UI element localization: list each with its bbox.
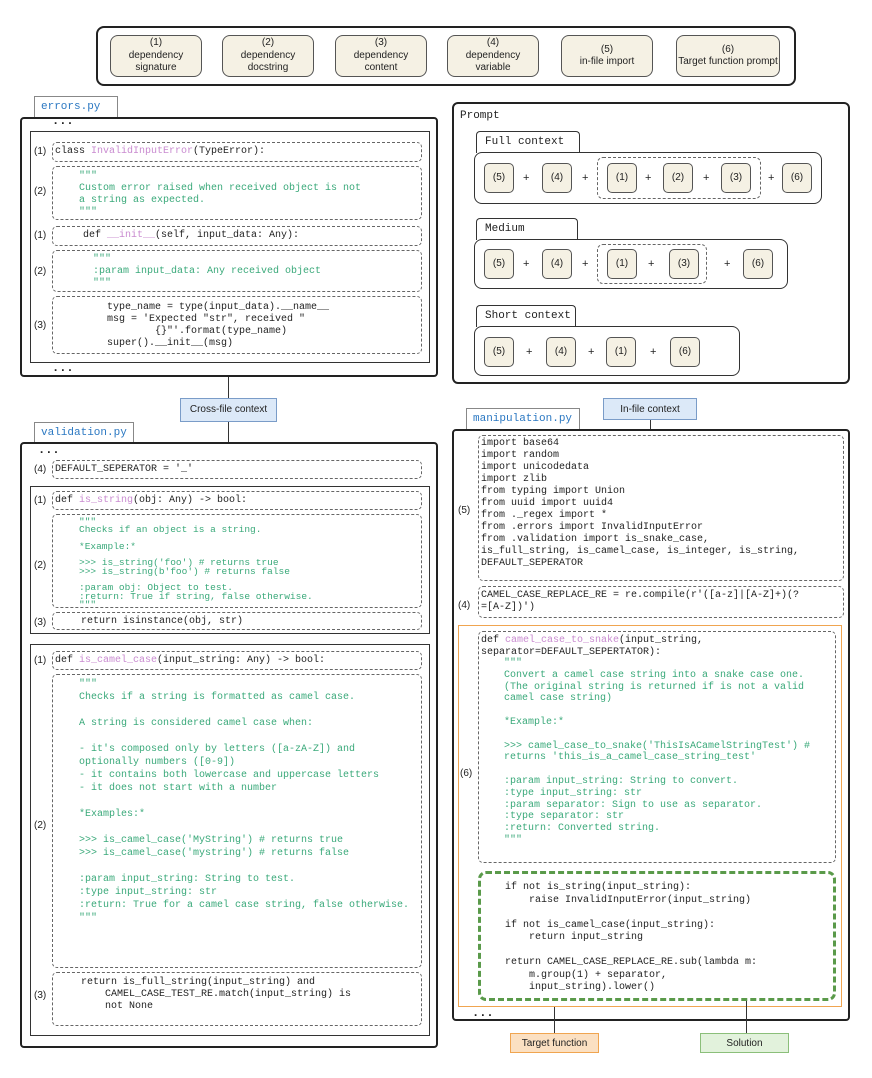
is-string-docstring: """ Checks if an object is a string. *Ex… <box>52 514 422 609</box>
short-chip-6: (6) <box>670 337 700 367</box>
connector-target <box>554 1007 555 1034</box>
legend-item-2: (2)dependency docstring <box>222 35 314 77</box>
class-docstring: """ Custom error raised when received ob… <box>52 166 422 220</box>
init-body: type_name = type(input_data).__name__ ms… <box>52 296 422 354</box>
manipulation-panel <box>452 429 850 1021</box>
target-function-frame <box>458 625 842 1007</box>
solution-block: if not is_string(input_string): raise In… <box>478 871 836 1001</box>
label-2b: (2) <box>34 266 47 277</box>
full-dependency-group <box>597 157 761 199</box>
errors-inner <box>30 131 430 363</box>
errors-ellipsis-top: ... <box>52 114 74 128</box>
camel-case-replace-re: CAMEL_CASE_REPLACE_RE = re.compile(r'([a… <box>478 586 844 618</box>
full-chip-1: (1) <box>607 163 637 193</box>
short-chip-4: (4) <box>546 337 576 367</box>
label-1: (1) <box>34 146 47 157</box>
connector-validation <box>228 422 229 442</box>
solution-label: Solution <box>700 1033 789 1053</box>
camel-to-snake-signature: def camel_case_to_snake(input_string, se… <box>478 631 836 863</box>
full-chip-5: (5) <box>484 163 514 193</box>
is-camel-case-signature: def is_camel_case(input_string: Any) -> … <box>52 651 422 670</box>
full-chip-3: (3) <box>721 163 751 193</box>
manipulation-ellipsis: ... <box>472 1006 494 1020</box>
medium-chip-3: (3) <box>669 249 699 279</box>
errors-ellipsis-bottom: ... <box>52 361 74 375</box>
target-function-label: Target function <box>510 1033 599 1053</box>
connector-manip <box>650 420 651 429</box>
errors-tab: errors.py <box>34 96 118 118</box>
prompt-title: Prompt <box>460 110 500 122</box>
legend-item-6: (6)Target function prompt <box>676 35 780 77</box>
medium-plus-4: + <box>724 258 731 270</box>
medium-chip-6: (6) <box>743 249 773 279</box>
is-string-body: return isinstance(obj, str) <box>52 612 422 630</box>
full-chip-2: (2) <box>663 163 693 193</box>
init-docstring: """ :param input_data: Any received obje… <box>52 250 422 292</box>
short-plus-3: + <box>650 346 657 358</box>
validation-ellipsis: ... <box>38 443 60 457</box>
imports-block: import base64 import random import unico… <box>478 435 844 581</box>
is-string-block <box>30 486 430 634</box>
medium-plus-3: + <box>648 258 655 270</box>
short-context-tab: Short context <box>476 305 576 327</box>
full-context-tab: Full context <box>476 131 580 153</box>
label-2c: (2) <box>34 560 47 571</box>
label-2: (2) <box>34 186 47 197</box>
full-plus-2: + <box>582 172 589 184</box>
medium-plus-2: + <box>582 258 589 270</box>
is-camel-case-docstring: """ Checks if a string is formatted as c… <box>52 674 422 968</box>
legend <box>96 26 796 86</box>
label-2d: (2) <box>34 820 47 831</box>
full-context-box <box>474 152 822 204</box>
label-3c: (3) <box>34 990 47 1001</box>
medium-chip-4: (4) <box>542 249 572 279</box>
is-camel-case-body: return is_full_string(input_string) and … <box>52 972 422 1026</box>
label-6: (6) <box>460 768 473 779</box>
label-5: (5) <box>458 505 471 516</box>
in-file-label: In-file context <box>603 398 697 420</box>
label-1d: (1) <box>34 655 47 666</box>
legend-item-4: (4)dependency variable <box>447 35 539 77</box>
camel-to-snake-docstring: """ Convert a camel case string into a s… <box>504 658 811 846</box>
short-chip-1: (1) <box>606 337 636 367</box>
errors-panel <box>20 117 438 377</box>
class-signature: class InvalidInputError(TypeError): <box>52 142 422 162</box>
medium-plus-1: + <box>523 258 530 270</box>
medium-context-tab: Medium context <box>476 218 578 255</box>
default-separator: DEFAULT_SEPERATOR = '_' <box>52 460 422 479</box>
label-4: (4) <box>34 464 47 475</box>
validation-tab: validation.py <box>34 422 134 444</box>
label-1c: (1) <box>34 495 47 506</box>
full-plus-5: + <box>768 172 775 184</box>
medium-chip-5: (5) <box>484 249 514 279</box>
full-chip-4: (4) <box>542 163 572 193</box>
medium-dependency-group <box>597 244 707 284</box>
short-plus-2: + <box>588 346 595 358</box>
label-1b: (1) <box>34 230 47 241</box>
full-plus-4: + <box>703 172 710 184</box>
medium-chip-1: (1) <box>607 249 637 279</box>
short-plus-1: + <box>526 346 533 358</box>
connector-errors <box>228 377 229 399</box>
connector-solution <box>746 1001 747 1033</box>
is-string-signature: def is_string(obj: Any) -> bool: <box>52 491 422 510</box>
full-plus-1: + <box>523 172 530 184</box>
label-3b: (3) <box>34 617 47 628</box>
full-plus-3: + <box>645 172 652 184</box>
short-chip-5: (5) <box>484 337 514 367</box>
init-signature: def __init__(self, input_data: Any): <box>52 226 422 246</box>
label-4b: (4) <box>458 600 471 611</box>
label-3: (3) <box>34 320 47 331</box>
manipulation-tab: manipulation.py <box>466 408 580 430</box>
validation-panel <box>20 442 438 1048</box>
legend-item-1: (1)dependency signature <box>110 35 202 77</box>
cross-file-label: Cross-file context <box>180 398 277 422</box>
legend-item-3: (3)dependency content <box>335 35 427 77</box>
legend-item-5: (5)in-file import <box>561 35 653 77</box>
is-camel-case-block <box>30 644 430 1036</box>
full-chip-6: (6) <box>782 163 812 193</box>
